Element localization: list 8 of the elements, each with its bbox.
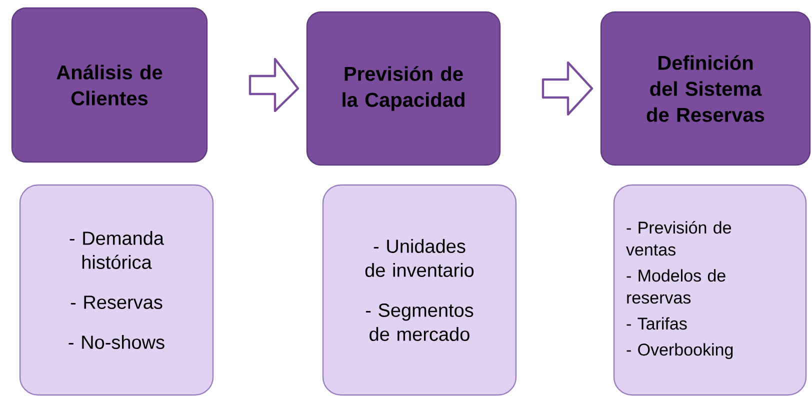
detail-box: - Previsión de ventas - Modelos de reservas - Tarifas - Overbooking [613, 184, 807, 396]
step-box: Previsión de la Capacidad [306, 11, 501, 166]
block-arrow [542, 61, 594, 116]
block-arrow [248, 58, 300, 112]
detail-box: - Unidades de inventario - Segmentos de mercado [322, 184, 517, 396]
step-box: Análisis de Clientes [11, 7, 208, 163]
detail-box: - Demanda histórica - Reservas - No-shows [19, 184, 214, 396]
step-box: Definición del Sistema de Reservas [600, 11, 811, 166]
